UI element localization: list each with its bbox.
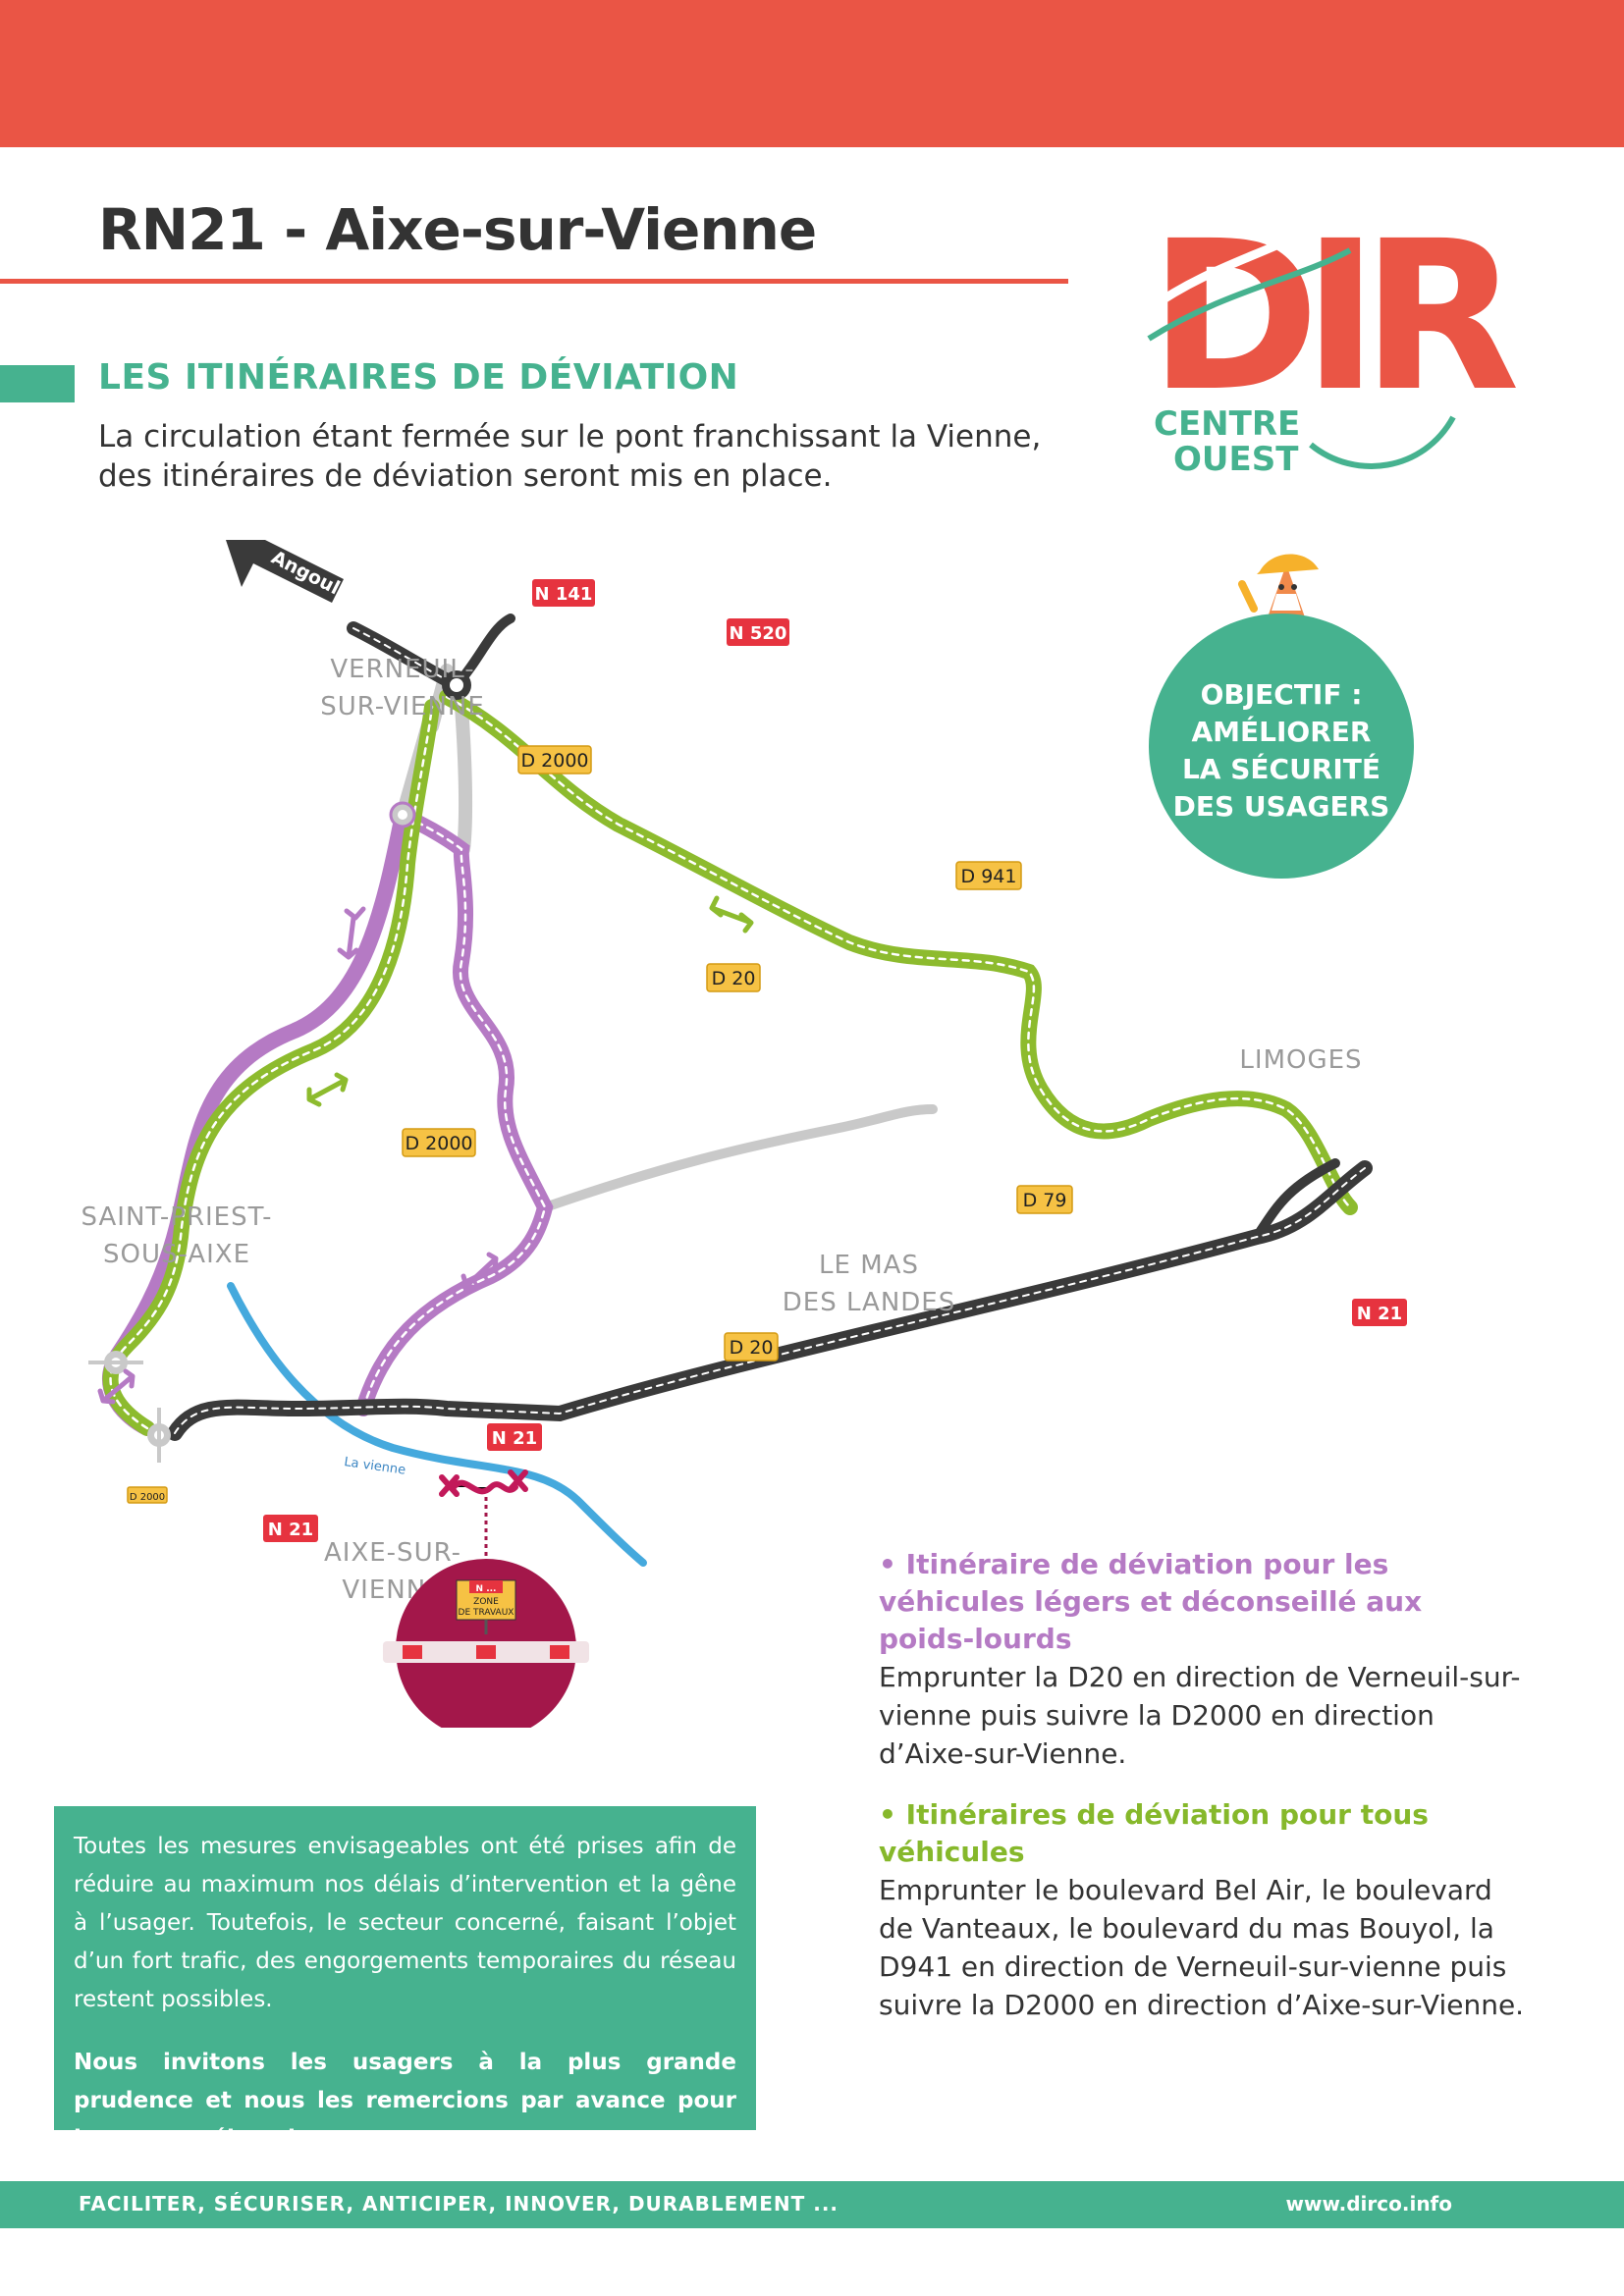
logo-line-ouest: OUEST <box>1173 440 1299 479</box>
light-vehicle-route <box>101 807 554 1436</box>
svg-text:LE MAS: LE MAS <box>819 1251 919 1280</box>
top-color-band <box>0 0 1624 147</box>
svg-text:N 21: N 21 <box>492 1428 537 1449</box>
road-tag-d79: D 79 <box>1016 1185 1073 1214</box>
two-way-arrows <box>97 895 754 1405</box>
road-tag-d2000-mid: D 2000 <box>402 1128 476 1157</box>
footer-slogan: FACILITER, SÉCURISER, ANTICIPER, INNOVER… <box>79 2192 839 2216</box>
closure-crosses <box>439 1469 528 1497</box>
svg-text:SUR-VIENNE: SUR-VIENNE <box>320 692 485 721</box>
road-tag-d2000-small: D 2000 <box>127 1486 168 1504</box>
title-underline <box>0 279 1068 284</box>
page-title: RN21 - Aixe-sur-Vienne <box>98 196 817 263</box>
direction-label: Angoulême <box>268 547 383 619</box>
roundabout-d2000 <box>389 801 416 828</box>
legend-all-vehicles: • Itinéraires de déviation pour tous véh… <box>879 1796 1527 2024</box>
river-label: La vienne <box>343 1455 406 1478</box>
dir-logo-icon: DIR CENTRE OUEST <box>1146 196 1522 479</box>
svg-text:D 2000: D 2000 <box>405 1133 472 1154</box>
section-title: LES ITINÉRAIRES DE DÉVIATION <box>98 357 739 398</box>
footer-band: FACILITER, SÉCURISER, ANTICIPER, INNOVER… <box>0 2181 1624 2228</box>
logo-line-centre: CENTRE <box>1154 404 1300 444</box>
road-tag-d2000-top: D 2000 <box>517 745 592 774</box>
place-saint-priest: SAINT-PRIEST- SOUS-AIXE <box>81 1202 273 1269</box>
legend-light-vehicles: • Itinéraire de déviation pour les véhic… <box>879 1546 1527 1773</box>
roundabout-aixe <box>147 1408 171 1463</box>
svg-text:D 2000: D 2000 <box>130 1492 165 1503</box>
road-tag-n520: N 520 <box>727 618 789 646</box>
svg-text:D 2000: D 2000 <box>520 750 588 772</box>
works-zone-icon: N ... ZONE DE TRAVAUX <box>383 1559 589 1728</box>
svg-text:N 520: N 520 <box>730 623 787 644</box>
road-tag-n21-left: N 21 <box>263 1515 318 1542</box>
svg-text:D 20: D 20 <box>730 1337 774 1359</box>
place-verneuil: VERNEUIL- SUR-VIENNE <box>320 655 485 721</box>
place-limoges: LIMOGES <box>1239 1045 1362 1075</box>
notice-box: Toutes les mesures envisageables ont été… <box>54 1806 756 2152</box>
svg-text:ZONE: ZONE <box>473 1597 499 1607</box>
section-intro: La circulation étant fermée sur le pont … <box>98 419 1042 494</box>
river-vienne <box>227 1282 647 1567</box>
objectif-text: OBJECTIF : AMÉLIORER LA SÉCURITÉ DES USA… <box>1172 678 1390 823</box>
road-tag-d941: D 941 <box>955 861 1022 890</box>
legend-all-text: Emprunter le boulevard Bel Air, le boule… <box>879 1874 1525 2021</box>
svg-text:DES LANDES: DES LANDES <box>783 1288 956 1317</box>
roundabout-verneuil <box>442 670 471 700</box>
svg-text:D 20: D 20 <box>712 968 756 989</box>
svg-text:D 79: D 79 <box>1023 1190 1067 1211</box>
legend-all-title: • Itinéraires de déviation pour tous véh… <box>879 1798 1429 1868</box>
all-vehicle-route <box>102 689 1358 1436</box>
road-tag-n21-center: N 21 <box>487 1423 542 1451</box>
legend-light-text: Emprunter la D20 en direction de Verneui… <box>879 1661 1521 1770</box>
svg-text:N ...: N ... <box>476 1584 497 1594</box>
road-tag-n21-right: N 21 <box>1352 1299 1407 1326</box>
section-marker <box>0 365 75 402</box>
place-le-mas-des-landes: LE MAS DES LANDES <box>783 1251 956 1317</box>
svg-text:D 941: D 941 <box>961 866 1017 887</box>
svg-text:DE TRAVAUX: DE TRAVAUX <box>459 1608 514 1618</box>
objectif-badge: OBJECTIF : AMÉLIORER LA SÉCURITÉ DES USA… <box>1149 614 1414 879</box>
svg-text:N 21: N 21 <box>268 1520 313 1540</box>
notice-text: Toutes les mesures envisageables ont été… <box>74 1834 736 2012</box>
legend-light-title: • Itinéraire de déviation pour les véhic… <box>879 1548 1423 1655</box>
road-tag-n141: N 141 <box>532 579 595 607</box>
svg-text:SAINT-PRIEST-: SAINT-PRIEST- <box>81 1202 273 1232</box>
svg-text:SOUS-AIXE: SOUS-AIXE <box>103 1240 250 1269</box>
notice-strong-text: Nous invitons les usagers à la plus gran… <box>74 2050 736 2152</box>
svg-text:VERNEUIL-: VERNEUIL- <box>330 655 474 684</box>
footer-url-link[interactable]: www.dirco.info <box>1285 2192 1452 2216</box>
road-tag-d20-top: D 20 <box>706 963 761 992</box>
logo-letters: DIR <box>1149 196 1516 437</box>
svg-text:AIXE-SUR-: AIXE-SUR- <box>324 1538 461 1568</box>
direction-arrow-angouleme: Angoulême <box>226 540 383 619</box>
svg-text:N 21: N 21 <box>1357 1304 1402 1324</box>
deviation-map: La vienne <box>81 540 1407 1728</box>
roundabout-saint-priest <box>88 1351 143 1374</box>
road-tag-d20-bottom: D 20 <box>724 1332 779 1362</box>
svg-text:N 141: N 141 <box>535 584 593 605</box>
